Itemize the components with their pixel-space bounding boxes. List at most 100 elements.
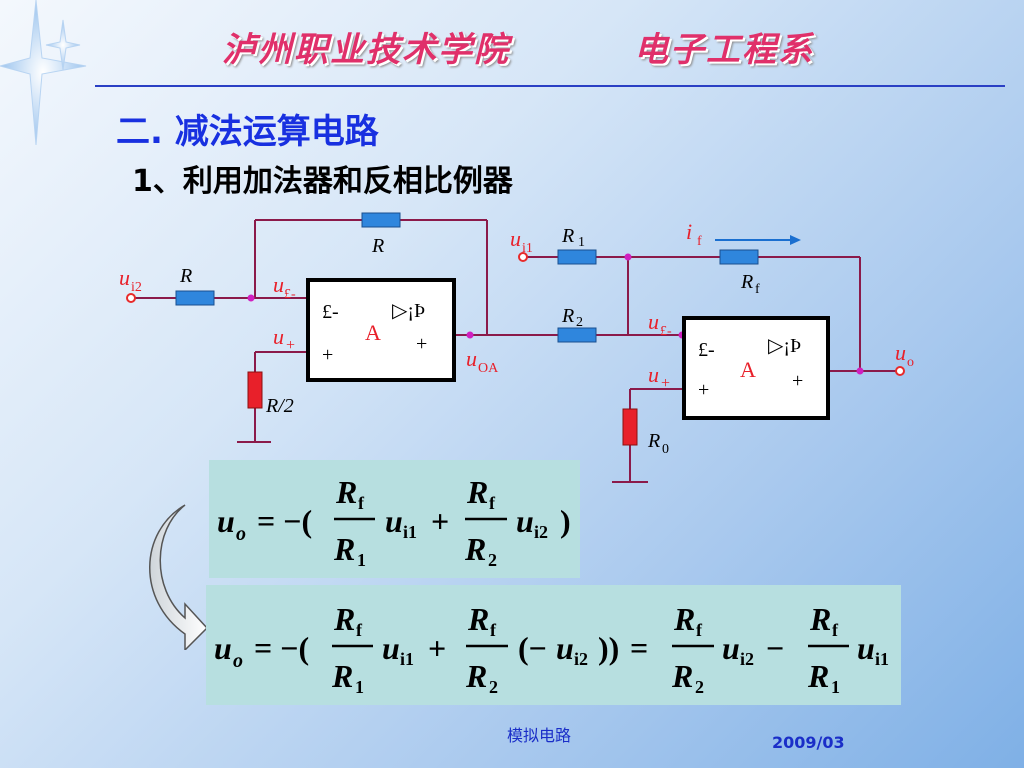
opamp-right-name: A bbox=[740, 357, 756, 382]
opamp-right-neg: £- bbox=[698, 339, 715, 361]
label-r0-sub: 0 bbox=[662, 442, 669, 457]
resistor-r-top bbox=[361, 212, 401, 228]
f2-rf3-num-sub: f bbox=[696, 620, 703, 640]
institution-title: 泸州职业技术学院 bbox=[222, 30, 510, 70]
label-ui1: u bbox=[510, 226, 521, 251]
label-uo-sub: o bbox=[907, 355, 914, 370]
resistor-r0 bbox=[622, 408, 638, 446]
f2-u-i1: u bbox=[382, 630, 400, 666]
f2-rf-num: R bbox=[333, 601, 355, 637]
resistor-rf bbox=[719, 249, 759, 265]
f1-u-i2: u bbox=[516, 503, 534, 539]
f2-r1-den: R bbox=[331, 658, 353, 694]
node-dot bbox=[624, 253, 632, 261]
opamp-right-pos: + bbox=[698, 379, 709, 401]
f2-neg-open: (− bbox=[518, 630, 547, 666]
label-uoa: u bbox=[466, 346, 477, 371]
f2-r2-den-sub: 2 bbox=[489, 677, 498, 697]
footer-course-name: 模拟电路 bbox=[507, 726, 572, 745]
f1-r2-den: R bbox=[464, 531, 486, 567]
opamp-left-symbol: ▷¡Þ bbox=[392, 300, 425, 322]
f2-eq: = −( bbox=[254, 630, 309, 666]
label-u-plus-left-sub: + bbox=[286, 337, 295, 354]
f1-rf-num: R bbox=[335, 474, 357, 510]
opamp-right-symbol: ▷¡Þ bbox=[768, 335, 801, 357]
f2-minus: − bbox=[766, 630, 784, 666]
label-u-plus-left: u bbox=[273, 324, 284, 349]
f2-rf2-num-sub: f bbox=[490, 620, 497, 640]
f2-rf3-num: R bbox=[673, 601, 695, 637]
opamp-left bbox=[306, 278, 456, 382]
f2-r1-den-sub: 1 bbox=[355, 677, 364, 697]
input-terminal-ui1 bbox=[518, 252, 528, 262]
f1-rf-num-sub: f bbox=[358, 493, 365, 513]
label-r2: R bbox=[561, 305, 574, 327]
label-u-plus-right-sub: + bbox=[661, 375, 670, 392]
label-u-minus-left: u bbox=[273, 272, 284, 297]
header-divider bbox=[95, 85, 1005, 87]
sparkle-decoration-icon bbox=[0, 0, 87, 146]
f1-plus: + bbox=[431, 503, 449, 539]
resistor-r1 bbox=[557, 249, 597, 265]
f2-r2b-den-sub: 2 bbox=[695, 677, 704, 697]
f2-u-i2-sub: i2 bbox=[574, 649, 588, 669]
f2-u-i1-sub: i1 bbox=[400, 649, 414, 669]
label-r0: R bbox=[647, 430, 660, 452]
label-r-input: R bbox=[179, 265, 192, 287]
label-if-sub: f bbox=[697, 234, 702, 249]
f1-rf2-num-sub: f bbox=[489, 493, 496, 513]
f1-r1-den: R bbox=[333, 531, 355, 567]
f2-rf-num-sub: f bbox=[356, 620, 363, 640]
label-rf: R bbox=[740, 271, 753, 293]
subsection-heading: 1、利用加法器和反相比例器 bbox=[132, 164, 513, 199]
label-ui2-sub: i2 bbox=[131, 280, 142, 295]
f1-u-i1-sub: i1 bbox=[403, 522, 417, 542]
label-rf-sub: f bbox=[755, 282, 760, 297]
f2-rf2-num: R bbox=[467, 601, 489, 637]
opamp-left-neg: £- bbox=[322, 301, 339, 323]
input-terminal-ui2 bbox=[126, 293, 136, 303]
label-r-top: R bbox=[371, 235, 384, 257]
label-ui2: u bbox=[119, 265, 130, 290]
opamp-left-pos: + bbox=[322, 344, 333, 366]
label-u-plus-right: u bbox=[648, 362, 659, 387]
label-r-half: R/2 bbox=[265, 395, 294, 417]
f2-r2-den: R bbox=[465, 658, 487, 694]
resistor-r2 bbox=[557, 327, 597, 343]
f2-u-i2b: u bbox=[722, 630, 740, 666]
node-dot bbox=[466, 331, 474, 339]
f2-r2b-den: R bbox=[671, 658, 693, 694]
f1-close: ) bbox=[560, 503, 571, 539]
opamp-right bbox=[682, 316, 830, 420]
f2-plus: + bbox=[428, 630, 446, 666]
subtractor-circuit-diagram: £- + ▷¡Þ A + £- + ▷¡Þ A + R R R/2 u i2 u… bbox=[119, 212, 914, 483]
f1-u-i1: u bbox=[385, 503, 403, 539]
f2-eq2: = bbox=[630, 630, 648, 666]
f2-r1b-den-sub: 1 bbox=[831, 677, 840, 697]
node-dot bbox=[856, 367, 864, 375]
footer-date: 2009/03 bbox=[772, 733, 845, 752]
f2-u-i2: u bbox=[556, 630, 574, 666]
f2-u-i1b: u bbox=[857, 630, 875, 666]
label-u-minus-right-sub: £- bbox=[660, 324, 672, 339]
label-if: i bbox=[686, 219, 692, 244]
curved-arrow-icon bbox=[149, 504, 209, 650]
opamp-left-name: A bbox=[365, 320, 381, 345]
label-u-minus-left-sub: £- bbox=[284, 287, 296, 302]
f2-uo-sub: o bbox=[233, 650, 243, 672]
node-dot bbox=[247, 294, 255, 302]
label-r1: R bbox=[561, 225, 574, 247]
f1-eq: = −( bbox=[257, 503, 312, 539]
f1-uo-sub: o bbox=[236, 523, 246, 545]
f2-rf4-num: R bbox=[809, 601, 831, 637]
output-terminal-uo bbox=[895, 366, 905, 376]
opamp-right-out-sign: + bbox=[792, 370, 803, 392]
label-r2-sub: 2 bbox=[576, 315, 583, 330]
label-u-minus-right: u bbox=[648, 309, 659, 334]
formula-box-1: u o = −( R f R 1 u i1 + R f R 2 u i2 ) bbox=[209, 460, 580, 578]
f1-uo: u bbox=[217, 503, 235, 539]
f1-r1-den-sub: 1 bbox=[357, 550, 366, 570]
label-ui1-sub: i1 bbox=[522, 241, 533, 256]
label-uo: u bbox=[895, 340, 906, 365]
department-title: 电子工程系 bbox=[634, 30, 814, 70]
